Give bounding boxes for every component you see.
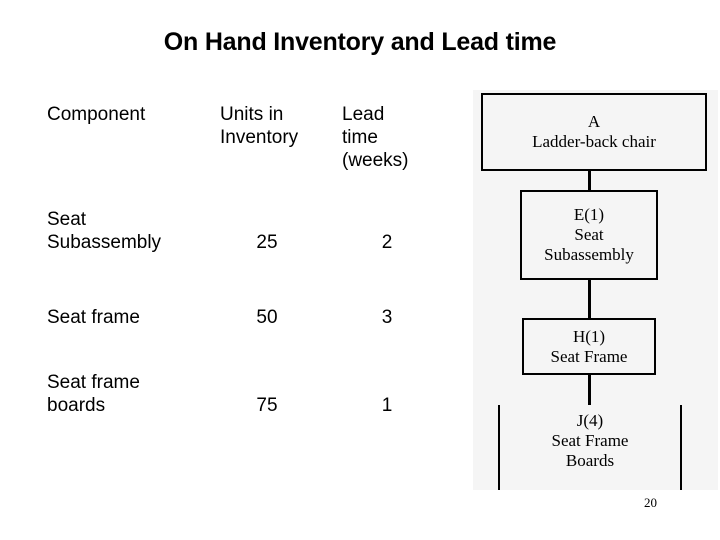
bom-node-e-name-line2: Subassembly xyxy=(544,245,634,264)
bom-node-h: H(1) Seat Frame xyxy=(522,318,656,375)
bom-node-a-code: A xyxy=(587,112,601,131)
cell-lead-time: 3 xyxy=(381,307,393,328)
column-header-lead-line1: Lead xyxy=(342,104,385,125)
column-header-units-line2: Inventory xyxy=(220,127,299,148)
slide-number: 20 xyxy=(644,495,657,510)
bom-node-h-code: H(1) xyxy=(572,326,606,346)
bom-connector-e-to-h xyxy=(588,280,591,318)
cell-units-in-inventory: 75 xyxy=(256,395,278,416)
cell-component: Seat frame boards xyxy=(47,371,212,417)
cell-component: Seat Subassembly xyxy=(47,208,212,254)
column-header-units-line1: Units in xyxy=(220,104,284,125)
cell-lead-time: 2 xyxy=(381,232,393,253)
column-header-component-line1: Component xyxy=(47,104,146,125)
column-header-lead-time: Lead time (weeks) xyxy=(342,103,452,172)
bom-connector-h-to-j xyxy=(588,375,591,405)
cell-component-line2: Subassembly xyxy=(47,232,162,253)
bom-node-a-name: Ladder-back chair xyxy=(532,132,656,151)
column-header-lead-line2: time xyxy=(342,127,378,148)
cell-component-line1: Seat xyxy=(47,209,87,230)
cell-units-in-inventory: 50 xyxy=(256,307,278,328)
bom-node-e-code: E(1) xyxy=(573,205,605,224)
bom-node-j-name-line2: Boards xyxy=(565,451,615,470)
bom-node-j-code: J(4) xyxy=(576,411,604,430)
cell-component: Seat frame xyxy=(47,306,212,329)
bom-node-h-name: Seat Frame xyxy=(550,346,628,366)
cell-units-in-inventory: 25 xyxy=(256,232,278,253)
bom-node-j-name-line1: Seat Frame xyxy=(551,431,629,450)
bom-connector-a-to-e xyxy=(588,171,591,190)
bom-node-e: E(1) Seat Subassembly xyxy=(520,190,658,280)
page-title: On Hand Inventory and Lead time xyxy=(163,28,557,56)
cell-component-line2: boards xyxy=(47,395,106,416)
column-header-lead-line3: (weeks) xyxy=(342,150,409,171)
bom-node-a: A Ladder-back chair xyxy=(481,93,707,171)
cell-lead-time: 1 xyxy=(381,395,393,416)
cell-component-line1: Seat frame xyxy=(47,307,140,328)
bom-diagram-panel: A Ladder-back chair E(1) Seat Subassembl… xyxy=(473,90,718,490)
bom-node-e-name-line1: Seat xyxy=(574,225,604,244)
column-header-component: Component xyxy=(47,103,212,126)
cell-component-line1: Seat frame xyxy=(47,372,140,393)
column-header-units-in-inventory: Units in Inventory xyxy=(220,103,335,149)
bom-node-j: J(4) Seat Frame Boards xyxy=(498,405,682,490)
